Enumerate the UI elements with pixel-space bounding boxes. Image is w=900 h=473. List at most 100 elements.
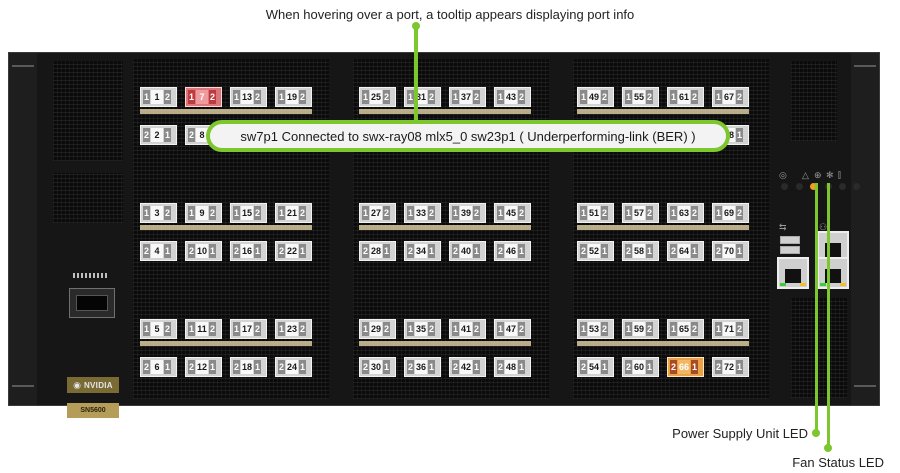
port-label-b: 64 bbox=[678, 244, 690, 258]
port-label-c: 1 bbox=[209, 244, 216, 258]
port-label-b: 24 bbox=[286, 360, 298, 374]
port-label-a: 2 bbox=[497, 360, 504, 374]
port-label-c: 2 bbox=[601, 206, 608, 220]
port-label-a: 2 bbox=[715, 244, 722, 258]
port-label-b: 59 bbox=[633, 322, 645, 336]
port-label-b: 21 bbox=[286, 206, 298, 220]
port-label-a: 2 bbox=[188, 360, 195, 374]
port-label-c: 1 bbox=[428, 360, 435, 374]
port-label-b: 35 bbox=[415, 322, 427, 336]
port-label-c: 2 bbox=[254, 322, 261, 336]
power-supply-icon: ⊕ bbox=[814, 170, 822, 180]
port-label-c: 2 bbox=[299, 90, 306, 104]
port-label-c: 2 bbox=[601, 90, 608, 104]
port-label-c: 1 bbox=[601, 360, 608, 374]
port-label-a: 2 bbox=[143, 128, 150, 142]
mgmt-ethernet-port-3[interactable] bbox=[817, 257, 849, 289]
usb-port-2[interactable] bbox=[780, 246, 800, 254]
fan-callout-dot bbox=[824, 444, 832, 452]
qsfp-cage[interactable] bbox=[69, 288, 115, 318]
port-label-c: 1 bbox=[299, 244, 306, 258]
port-label-b: 16 bbox=[241, 244, 253, 258]
port-label-a: 1 bbox=[233, 206, 240, 220]
port-label-b: 66 bbox=[678, 360, 690, 374]
port-label-c: 1 bbox=[473, 360, 480, 374]
port-label-c: 2 bbox=[209, 90, 216, 104]
usb-port-1[interactable] bbox=[780, 236, 800, 244]
port-label-b: 45 bbox=[505, 206, 517, 220]
mgmt-ethernet-port-1[interactable] bbox=[777, 257, 809, 289]
port-label-c: 1 bbox=[254, 244, 261, 258]
port-label-b: 2 bbox=[151, 128, 163, 142]
port-label-c: 2 bbox=[646, 90, 653, 104]
vent-left-upper bbox=[53, 61, 123, 161]
port-label-b: 57 bbox=[633, 206, 645, 220]
rail-marking bbox=[12, 65, 34, 67]
port-label-b: 43 bbox=[505, 90, 517, 104]
port-label-a: 1 bbox=[625, 322, 632, 336]
